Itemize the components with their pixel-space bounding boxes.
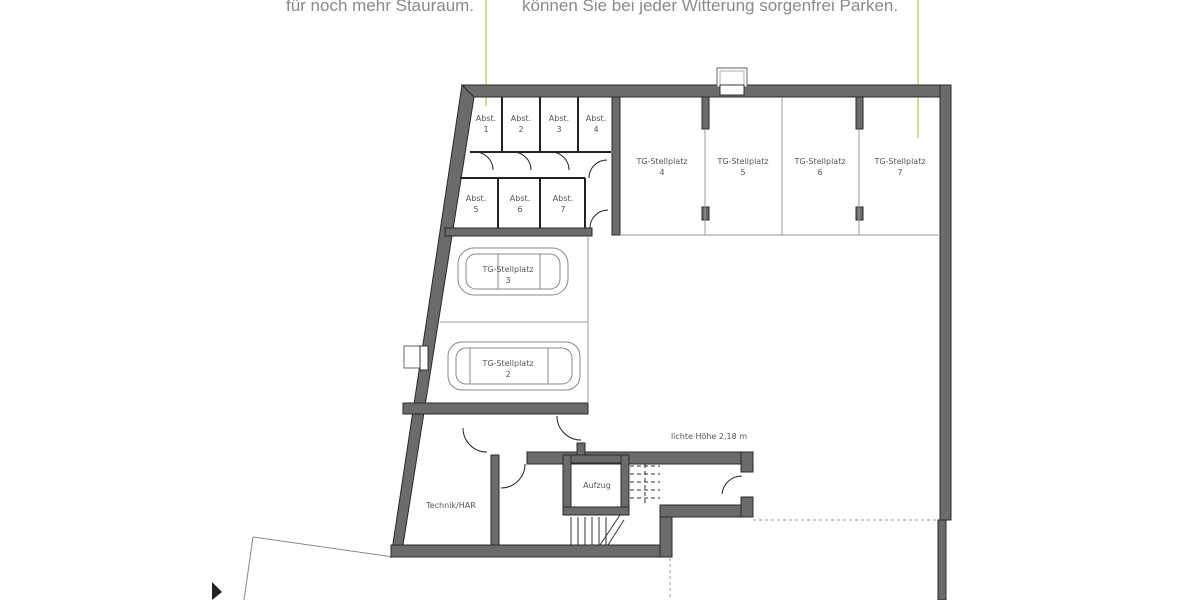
storage-4-label: Abst. [586, 114, 606, 123]
parking-4-label: TG-Stellplatz [635, 157, 687, 166]
parking-3-label: TG-Stellplatz [481, 265, 533, 274]
storage-1-label: Abst. [476, 114, 496, 123]
storage-3-label: Abst. [549, 114, 569, 123]
caption-parking: können Sie bei jeder Witterung sorgenfre… [522, 0, 899, 15]
parking-7-number: 7 [897, 168, 902, 177]
room-technik-label: Technik/HAR [425, 501, 476, 510]
parking-4-number: 4 [659, 168, 664, 177]
north-arrow-icon [212, 582, 222, 600]
parking-2-label: TG-Stellplatz [481, 359, 533, 368]
parking-7-label: TG-Stellplatz [873, 157, 925, 166]
storage-7-label: Abst. [553, 194, 573, 203]
parking-labels: TG-Stellplatz 2 TG-Stellplatz 3 TG-Stell… [481, 157, 925, 379]
storage-6-label: Abst. [510, 194, 530, 203]
storage-7-number: 7 [560, 205, 565, 214]
room-elevator-label: Aufzug [583, 481, 611, 490]
storage-5-number: 5 [473, 205, 478, 214]
car-icon-3 [457, 247, 569, 296]
caption-storage: für noch mehr Stauraum. [286, 0, 475, 15]
storage-3-number: 3 [556, 125, 561, 134]
storage-6-number: 6 [517, 205, 522, 214]
storage-5-label: Abst. [466, 194, 486, 203]
parking-6-label: TG-Stellplatz [793, 157, 845, 166]
storage-4-number: 4 [593, 125, 598, 134]
parking-5-label: TG-Stellplatz [716, 157, 768, 166]
storage-2-number: 2 [518, 125, 523, 134]
storage-1-number: 1 [483, 125, 488, 134]
parking-3-number: 3 [505, 276, 510, 285]
clear-height-label: lichte Höhe 2,18 m [671, 432, 747, 441]
parking-2-number: 2 [505, 370, 510, 379]
storage-labels: Abst. 1 Abst. 2 Abst. 3 Abst. 4 Abst. 5 … [466, 114, 606, 214]
storage-2-label: Abst. [511, 114, 531, 123]
parking-6-number: 6 [817, 168, 822, 177]
car-icon-2 [447, 341, 581, 391]
parking-5-number: 5 [740, 168, 745, 177]
